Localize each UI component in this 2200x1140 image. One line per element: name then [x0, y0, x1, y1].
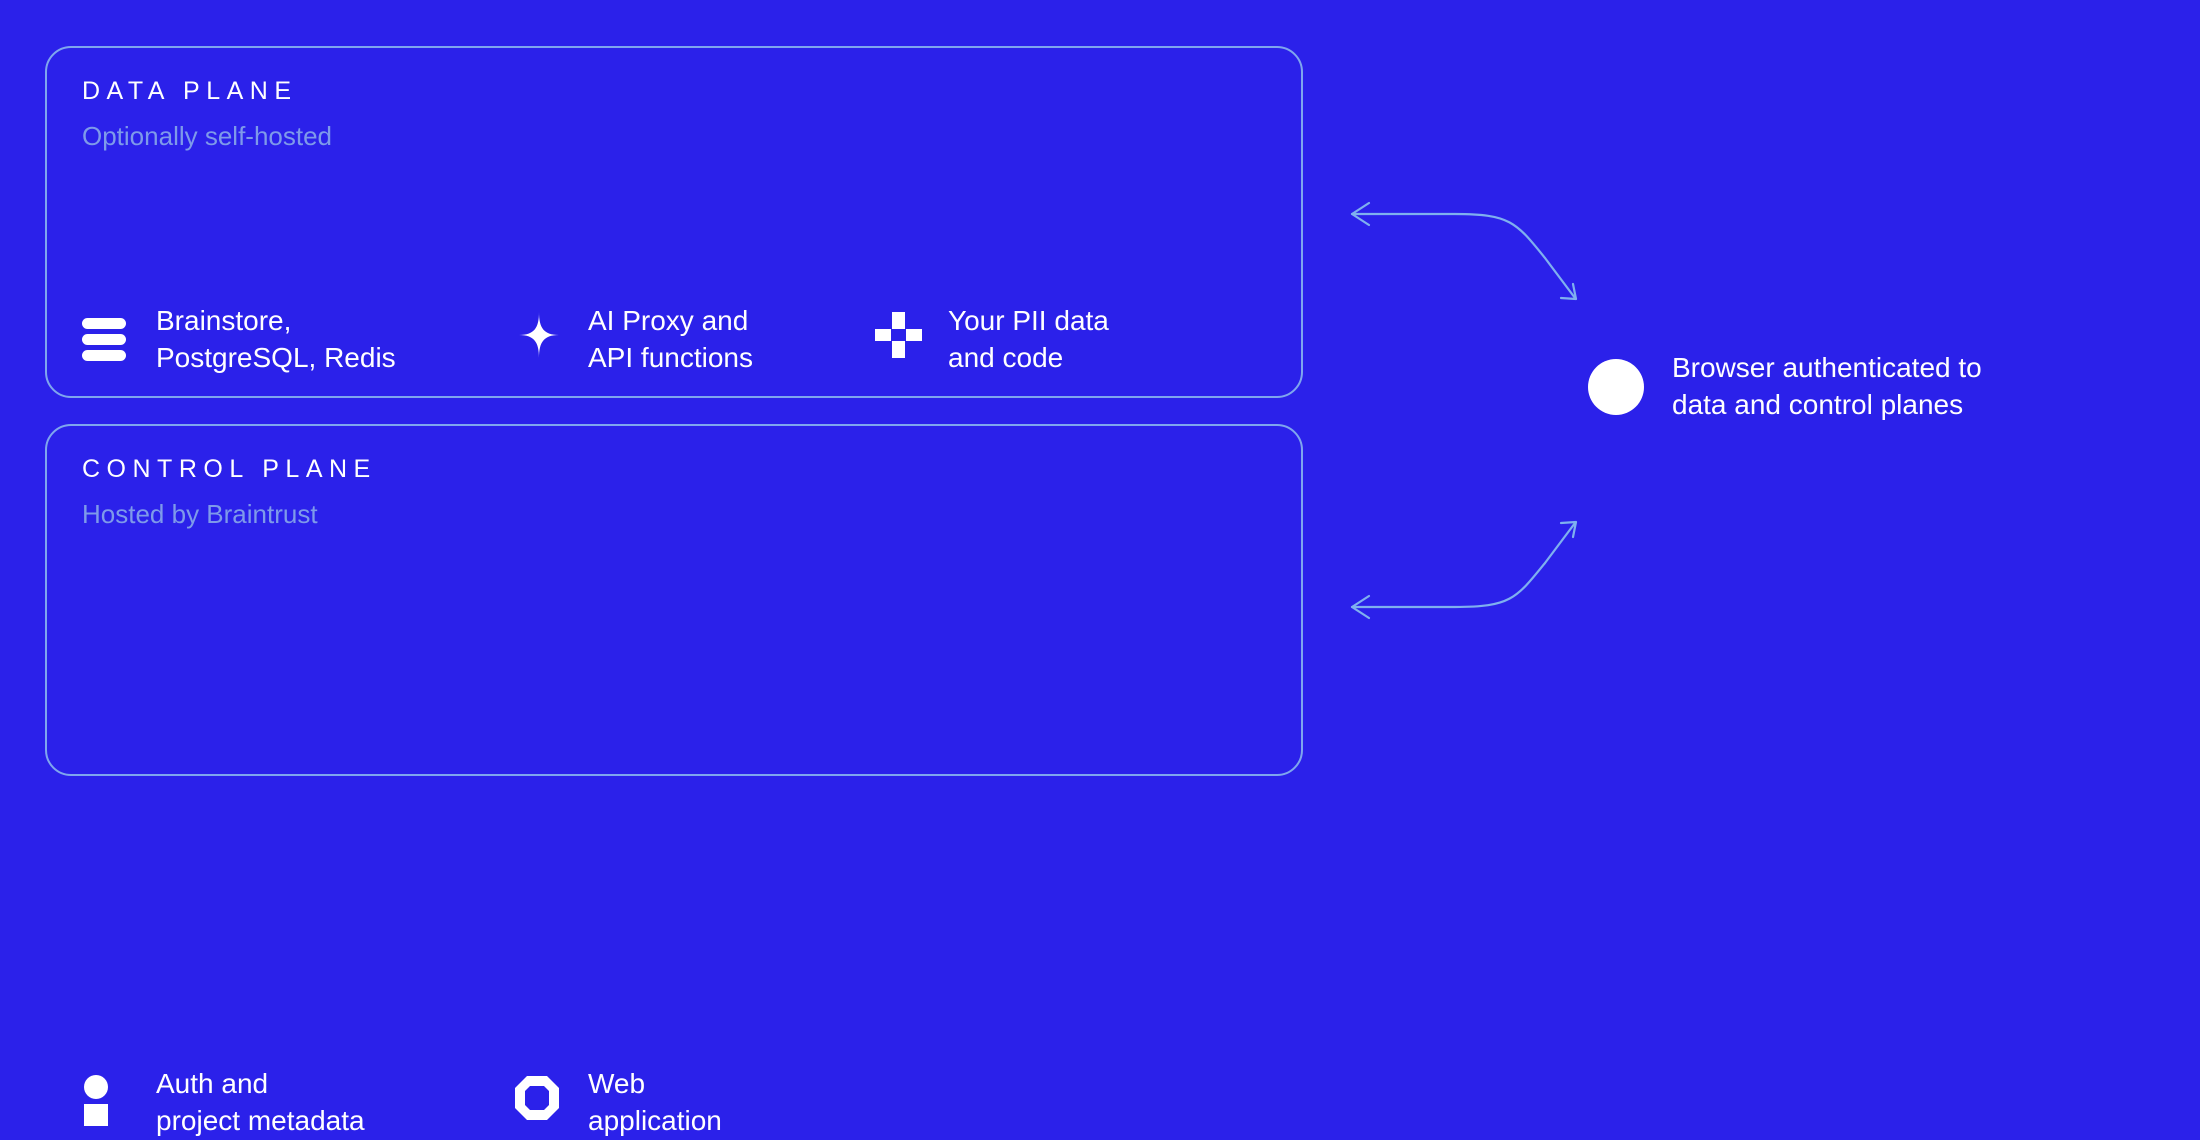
data-plane-panel: DATA PLANE Optionally self-hosted Brains…: [45, 46, 1303, 398]
circle-node-icon: [1588, 358, 1644, 415]
feature-web-application-label: Web application: [588, 1068, 722, 1136]
data-plane-connector: [1350, 201, 1578, 301]
feature-ai-proxy: AI Proxy and API functions: [514, 303, 874, 377]
data-plane-header: DATA PLANE Optionally self-hosted: [82, 77, 333, 151]
octagon-icon: [514, 1075, 564, 1131]
feature-auth: Auth and project metadata: [82, 1066, 514, 1140]
feature-ai-proxy-label: AI Proxy and API functions: [588, 305, 753, 373]
control-plane-feature-list: Auth and project metadata Web applicatio…: [82, 1066, 1281, 1140]
stack-bars-icon: [82, 312, 132, 368]
control-plane-panel: CONTROL PLANE Hosted by Braintrust Auth …: [45, 424, 1303, 1136]
architecture-diagram: DATA PLANE Optionally self-hosted Brains…: [45, 46, 1982, 1136]
feature-brainstore: Brainstore, PostgreSQL, Redis: [82, 303, 514, 377]
browser-node-label: Browser authenticated to data and contro…: [1672, 352, 1982, 420]
browser-node: Browser authenticated to data and contro…: [1588, 350, 1982, 424]
control-plane-subtitle: Hosted by Braintrust: [82, 498, 318, 529]
person-icon: [82, 1074, 132, 1131]
control-plane-connector: [1350, 520, 1578, 620]
feature-auth-label: Auth and project metadata: [156, 1068, 365, 1136]
feature-pii: Your PII data and code: [874, 303, 1234, 377]
feature-brainstore-label: Brainstore, PostgreSQL, Redis: [156, 305, 396, 373]
feature-pii-label: Your PII data and code: [948, 305, 1109, 373]
control-plane-title: CONTROL PLANE: [82, 455, 377, 483]
control-plane-header: CONTROL PLANE Hosted by Braintrust: [82, 455, 377, 529]
data-plane-subtitle: Optionally self-hosted: [82, 120, 333, 151]
feature-web-application: Web application: [514, 1066, 874, 1140]
data-plane-title: DATA PLANE: [82, 77, 298, 105]
sparkle-icon: [514, 311, 564, 368]
data-plane-feature-list: Brainstore, PostgreSQL, Redis AI Proxy a…: [82, 303, 1281, 377]
plus-icon: [874, 311, 924, 368]
